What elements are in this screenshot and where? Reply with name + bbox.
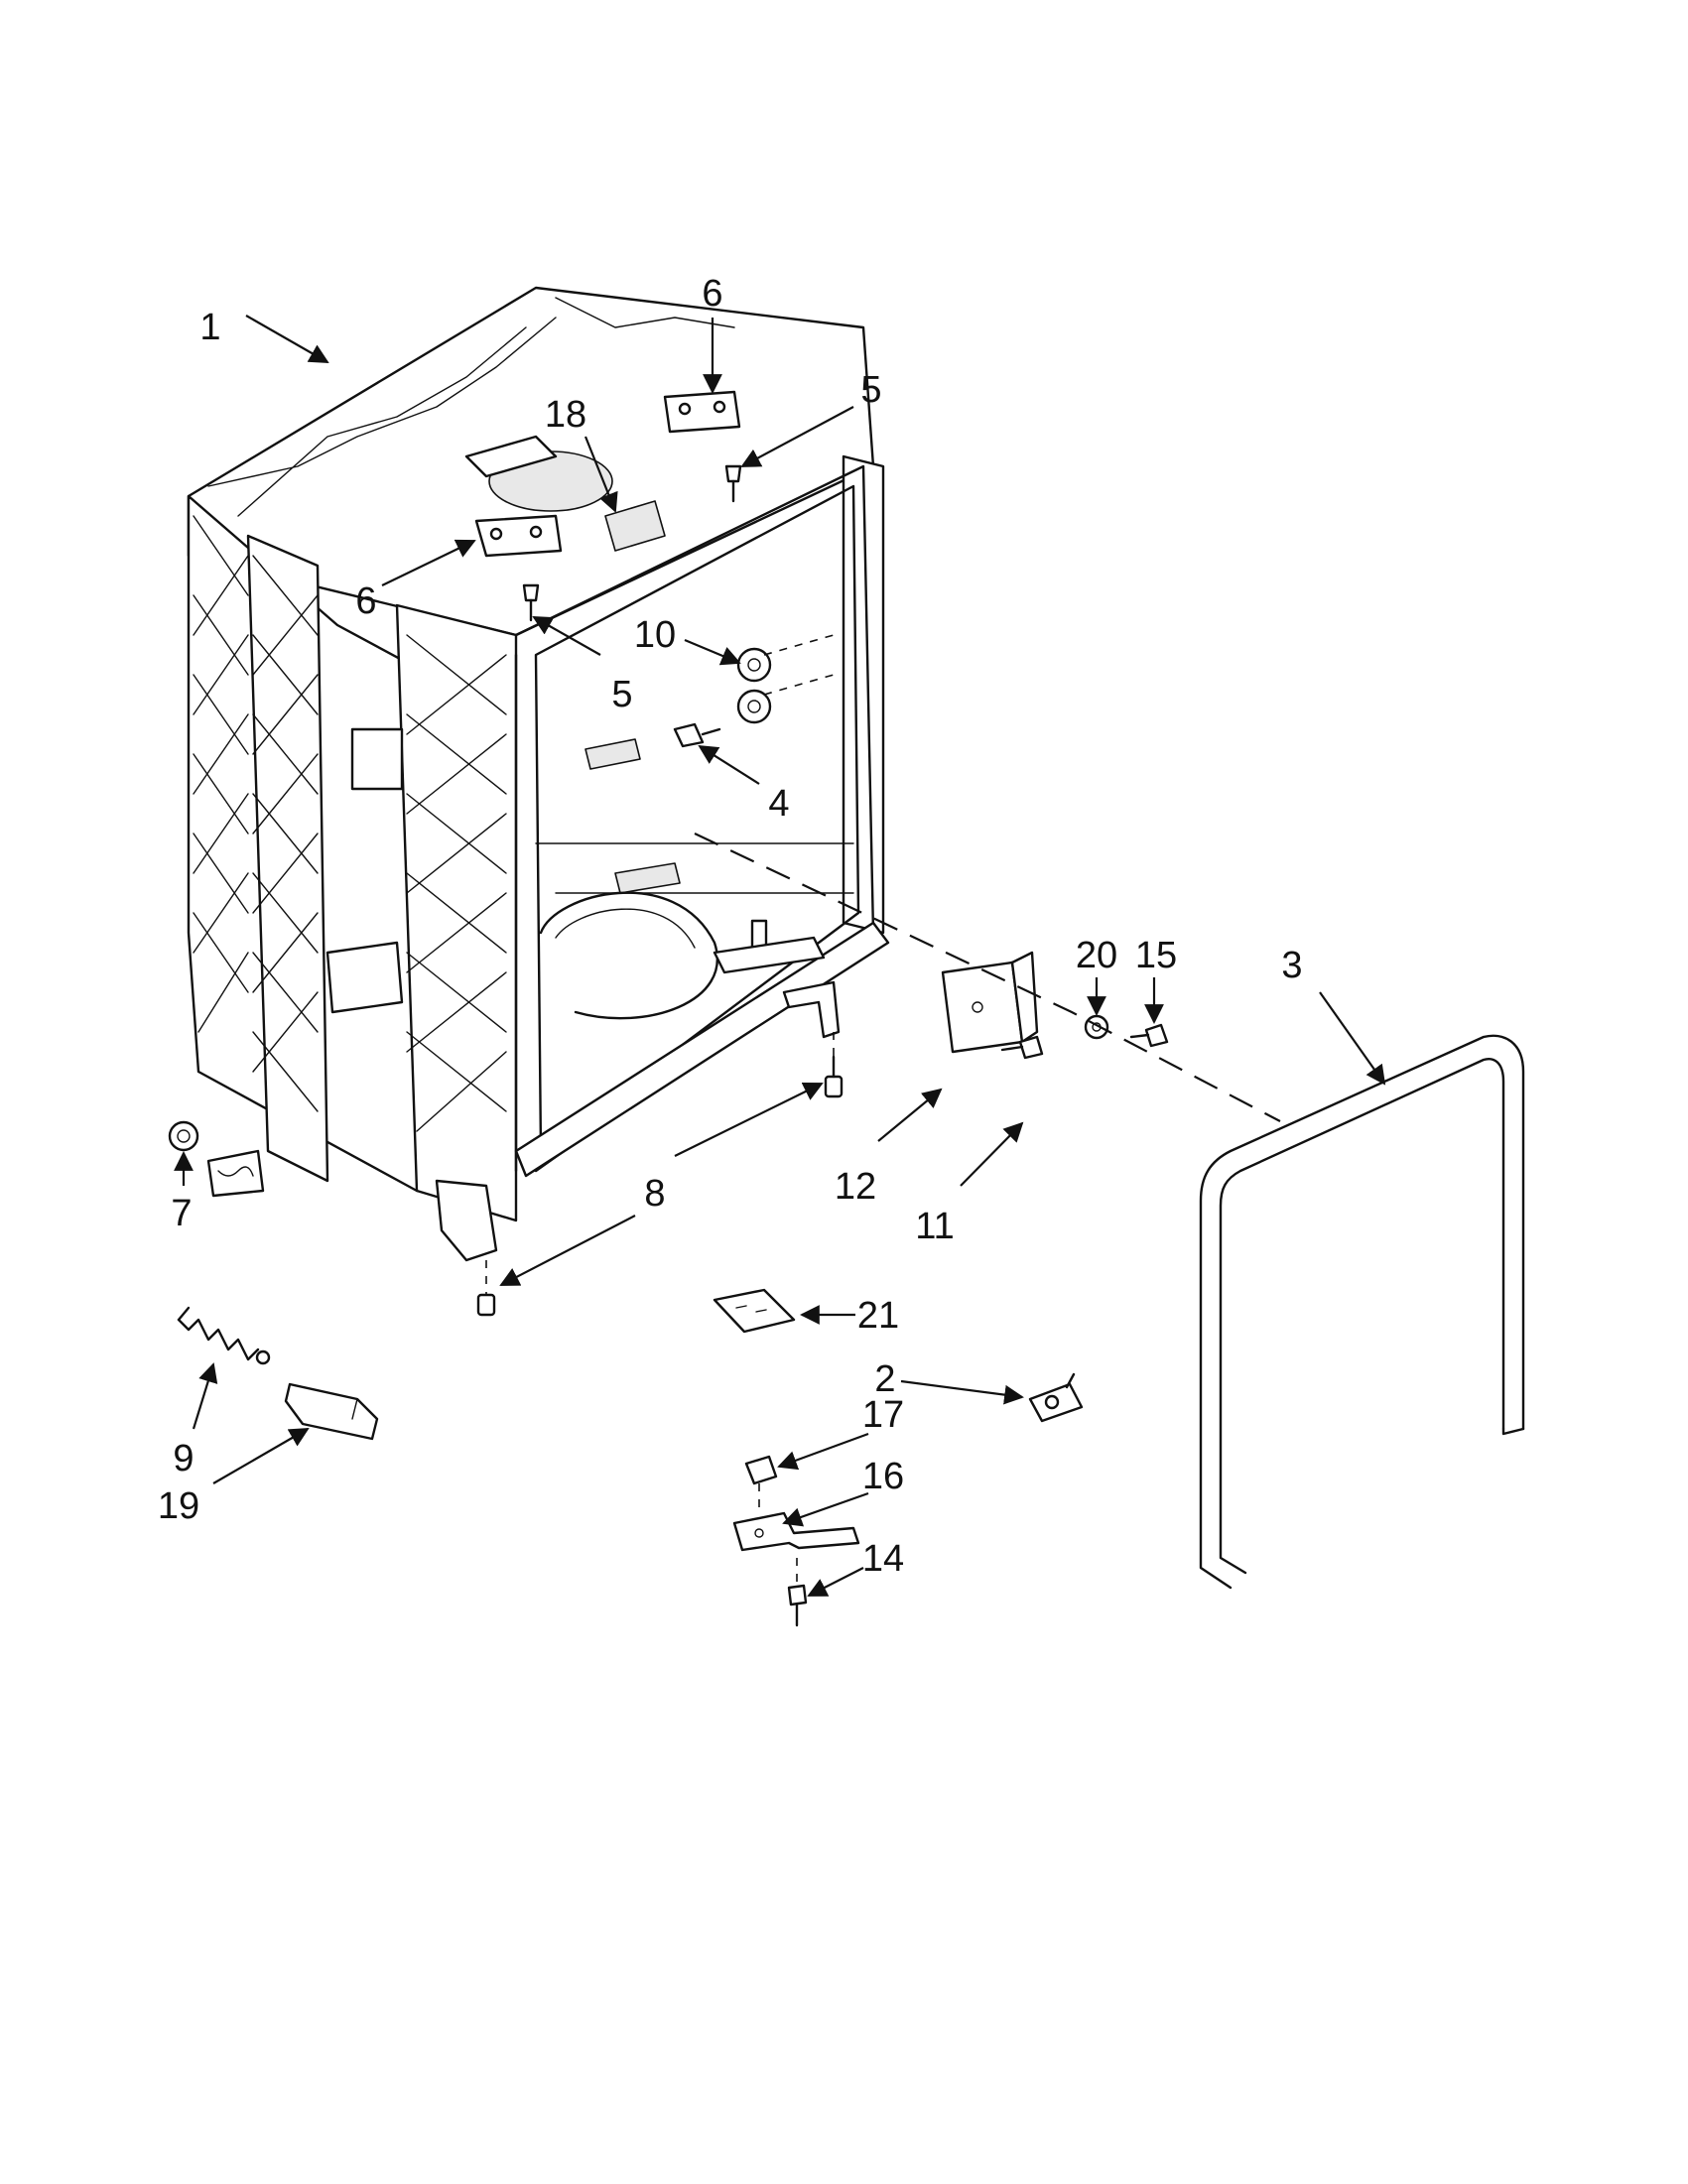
- part-9-spring: [177, 1306, 271, 1365]
- callout-9: 9: [173, 1438, 194, 1479]
- callout-5-mid: 5: [611, 674, 632, 715]
- leader-arrows: [174, 315, 1386, 1597]
- callout-1: 1: [199, 307, 220, 348]
- callout-10: 10: [634, 614, 676, 656]
- callout-3: 3: [1281, 945, 1302, 986]
- callout-6-top: 6: [702, 273, 722, 315]
- part-11-screw: [1000, 1035, 1044, 1060]
- callout-4: 4: [768, 783, 789, 825]
- callout-19: 19: [158, 1485, 199, 1527]
- callout-14: 14: [862, 1538, 904, 1580]
- callout-12: 12: [835, 1166, 876, 1208]
- alignment-line: [694, 833, 1281, 1122]
- callout-7: 7: [171, 1193, 192, 1234]
- callout-8: 8: [644, 1173, 665, 1215]
- part-2-latch: [1028, 1372, 1084, 1423]
- callout-11: 11: [915, 1206, 954, 1247]
- part-19-pad: [284, 1382, 379, 1441]
- callout-6-mid: 6: [355, 580, 376, 622]
- part-20-nut: [1084, 1014, 1109, 1040]
- part-12-bracket: [941, 951, 1039, 1054]
- part-7-grommet: [168, 1120, 199, 1152]
- callout-21: 21: [857, 1295, 899, 1337]
- callout-17: 17: [862, 1394, 904, 1436]
- callout-20: 20: [1076, 935, 1117, 976]
- part-3-door-gasket: [1199, 1034, 1525, 1590]
- leveling-leg-rear: [824, 1032, 844, 1098]
- part-14-screw: [787, 1558, 808, 1627]
- part-21-shield: [713, 1288, 796, 1334]
- callout-2: 2: [874, 1358, 895, 1400]
- callout-16: 16: [862, 1456, 904, 1497]
- part-17-cap: [744, 1455, 778, 1508]
- callout-5-top: 5: [860, 369, 881, 411]
- leveling-leg-front: [476, 1260, 496, 1317]
- callout-labels: 1 6 5 18 6 5 10 4 3 20 15 12 11 7 8 21 2…: [158, 273, 1303, 1580]
- callout-18: 18: [545, 394, 586, 436]
- part-15-screw: [1129, 1023, 1169, 1048]
- callout-15: 15: [1135, 935, 1177, 976]
- tub-assembly: [187, 286, 890, 1262]
